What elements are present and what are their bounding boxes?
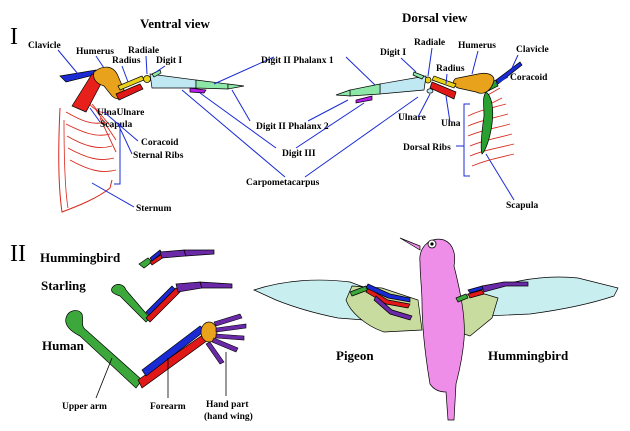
dorsal-digit-i-label: Digit I bbox=[380, 48, 406, 58]
human-arm-skeleton bbox=[66, 311, 246, 388]
panel-one-numeral: I bbox=[10, 24, 18, 50]
bird-wings-illustration bbox=[254, 238, 618, 420]
ventral-clavicle-label: Clavicle bbox=[28, 41, 61, 51]
human-label: Human bbox=[42, 338, 85, 353]
carpometacarpus-label: Carpometacarpus bbox=[246, 178, 320, 188]
ventral-sternum-label: Sternum bbox=[136, 204, 171, 214]
dorsal-digit-ii-phalanx-2-bone bbox=[336, 90, 350, 96]
digit-ii-phalanx-1-bone bbox=[196, 80, 228, 89]
dorsal-radiale-label: Radiale bbox=[414, 38, 445, 48]
dorsal-view-title: Dorsal view bbox=[402, 10, 468, 25]
digit-ii-phalanx-2-bone bbox=[228, 84, 244, 89]
digit-ii-phalanx-1-label: Digit II Phalanx 1 bbox=[261, 56, 334, 66]
ventral-humerus-label: Humerus bbox=[76, 47, 114, 57]
hand-wing-label: (hand wing) bbox=[204, 411, 253, 422]
dorsal-ulna-label: Ulna bbox=[441, 119, 461, 129]
hummingbird-left-label: Hummingbird bbox=[40, 250, 121, 265]
digit-iii-label: Digit III bbox=[282, 149, 316, 159]
dorsal-ulnare-label: Ulnare bbox=[398, 113, 426, 123]
digit-ii-phalanx-2-label: Digit II Phalanx 2 bbox=[256, 122, 329, 132]
sternum-inner-line bbox=[64, 120, 68, 208]
pigeon-label: Pigeon bbox=[336, 348, 374, 363]
hummingbird-arm-skeleton bbox=[139, 250, 214, 268]
ventral-sternal-ribs-label: Sternal Ribs bbox=[133, 151, 184, 161]
carpometacarpus-bone bbox=[150, 74, 196, 88]
digit-iii-bone bbox=[190, 88, 206, 93]
dorsal-scapula-bone bbox=[481, 92, 493, 154]
upper-arm-label: Upper arm bbox=[62, 402, 107, 412]
panel-two-numeral: II bbox=[10, 241, 26, 267]
radiale-bone bbox=[144, 76, 151, 83]
hummingbird-beak bbox=[400, 238, 420, 250]
starling-label: Starling bbox=[41, 278, 86, 293]
ventral-coracoid-label: Coracoid bbox=[141, 138, 179, 148]
dorsal-ulnare-bone bbox=[427, 89, 433, 93]
dorsal-digit-ii-phalanx-1-bone bbox=[350, 84, 380, 96]
ventral-ulna-ulnare-label: UlnaUlnare bbox=[97, 108, 144, 118]
dorsal-digit-iii-bone bbox=[356, 96, 372, 103]
center-leader-lines bbox=[182, 57, 418, 177]
ventral-scapula-label: Scapula bbox=[100, 120, 132, 130]
dorsal-carpometacarpus-bone bbox=[380, 76, 426, 94]
dorsal-ribs-label: Dorsal Ribs bbox=[403, 143, 451, 153]
hummingbird-body bbox=[420, 239, 465, 420]
dorsal-scapula-label: Scapula bbox=[506, 201, 538, 211]
dorsal-coracoid-label: Coracoid bbox=[510, 73, 548, 83]
dorsal-humerus-bone bbox=[454, 73, 495, 93]
forearm-label: Forearm bbox=[150, 402, 186, 412]
hand-part-label: Hand part bbox=[206, 400, 249, 410]
ventral-view-title: Ventral view bbox=[140, 16, 211, 31]
dorsal-humerus-label: Humerus bbox=[458, 41, 496, 51]
starling-arm-skeleton bbox=[111, 282, 232, 322]
ventral-radius-label: Radius bbox=[112, 56, 141, 66]
dorsal-radius-label: Radius bbox=[436, 64, 465, 74]
ventral-radiale-label: Radiale bbox=[128, 46, 159, 56]
dorsal-clavicle-label: Clavicle bbox=[516, 45, 549, 55]
hummingbird-right-label: Hummingbird bbox=[488, 348, 569, 363]
ventral-digit-i-label: Digit I bbox=[156, 56, 182, 66]
